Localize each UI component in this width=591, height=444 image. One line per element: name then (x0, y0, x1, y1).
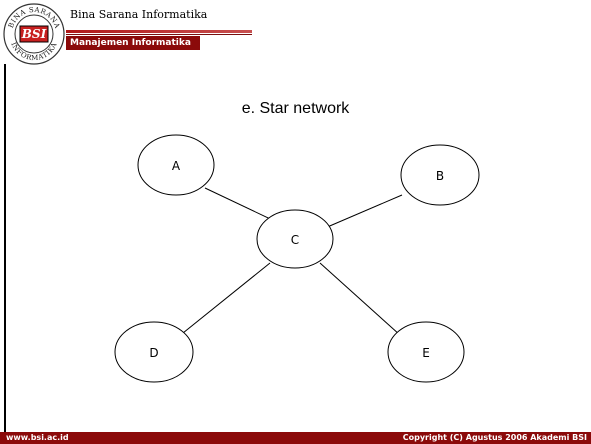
org-name: Bina Sarana Informatika (70, 8, 208, 21)
node-b (400, 144, 480, 206)
node-e (387, 321, 465, 383)
footer-bar: www.bsi.ac.id Copyright (C) Agustus 2006… (0, 432, 591, 444)
node-d (114, 321, 194, 383)
node-label-a: A (172, 159, 181, 173)
header-rule-shadow (66, 34, 252, 35)
header-rule (66, 30, 252, 33)
node-a (137, 134, 215, 196)
edge-c-e (319, 262, 401, 336)
node-label-c: C (291, 233, 299, 247)
node-label-b: B (436, 169, 444, 183)
node-c (256, 209, 334, 269)
edge-c-b (324, 194, 403, 229)
edge-c-d (182, 262, 271, 334)
footer-url: www.bsi.ac.id (6, 433, 69, 442)
dept-name: Manajemen Informatika (70, 38, 191, 48)
dept-banner (66, 36, 200, 50)
node-label-d: D (149, 346, 158, 360)
bsi-logo: BINA SARANA INFORMATIKA BSI (3, 3, 65, 65)
left-border (4, 64, 6, 432)
node-label-e: E (422, 346, 430, 360)
footer-copyright: Copyright (C) Agustus 2006 Akademi BSI (402, 433, 587, 442)
logo-mark: BSI (21, 27, 47, 41)
slide-title: e. Star network (241, 100, 350, 117)
